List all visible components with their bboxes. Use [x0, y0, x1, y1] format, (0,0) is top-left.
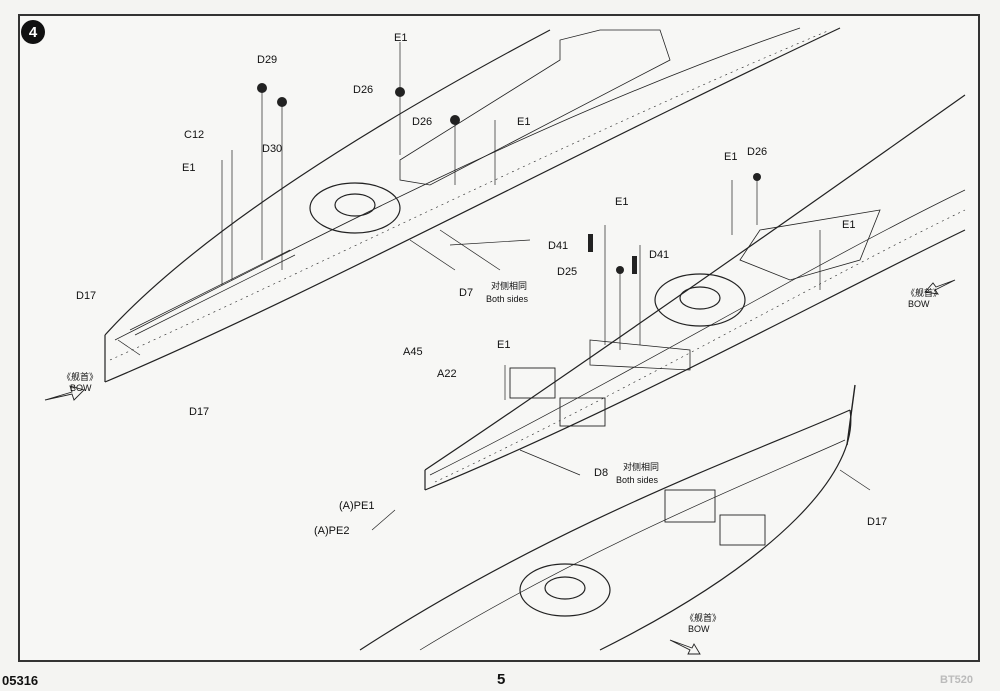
bow-arrow-bottom — [669, 639, 701, 655]
hull-section-bow-left — [104, 27, 841, 383]
label-both-sides-cn: 对侧相同 — [623, 462, 660, 472]
step-number-badge: 4 — [21, 20, 45, 44]
label-e1: E1 — [497, 339, 511, 351]
label-e1: E1 — [394, 32, 408, 44]
label-pe2: (A)PE2 — [314, 525, 350, 537]
label-both-sides: Both sides — [616, 475, 659, 485]
label-c12: C12 — [184, 129, 205, 141]
corner-code: BT520 — [940, 674, 974, 686]
label-d26: D26 — [412, 116, 433, 128]
label-a45: A45 — [403, 346, 423, 358]
label-bow-cn: 《舰首》 — [685, 613, 722, 623]
label-e1: E1 — [517, 116, 531, 128]
label-d29: D29 — [257, 54, 278, 66]
bow-arrow-left — [44, 385, 85, 401]
label-e1: E1 — [615, 196, 629, 208]
label-d26: D26 — [353, 84, 374, 96]
label-e1: E1 — [182, 162, 196, 174]
label-a22: A22 — [437, 368, 457, 380]
page-number: 5 — [497, 671, 506, 688]
label-both-sides-cn: 对侧相同 — [491, 281, 528, 291]
label-d7: D7 — [459, 287, 474, 299]
label-d17: D17 — [867, 516, 888, 528]
label-d17: D17 — [76, 290, 97, 302]
part-d26-a — [395, 87, 405, 97]
label-d25: D25 — [557, 266, 578, 278]
part-d25 — [616, 266, 624, 274]
part-d26-c — [753, 173, 761, 181]
part-d41-a — [588, 234, 593, 252]
part-d26-b — [450, 115, 460, 125]
label-both-sides: Both sides — [486, 294, 529, 304]
label-bow: BOW — [70, 383, 92, 393]
label-bow-cn: 《舰首》 — [906, 288, 943, 298]
hull-section-middle — [424, 94, 966, 491]
part-d29-a — [257, 83, 267, 93]
label-pe1: (A)PE1 — [339, 500, 375, 512]
document-code: 05316 — [2, 673, 39, 688]
label-d17: D17 — [189, 406, 210, 418]
label-d41: D41 — [548, 240, 569, 252]
label-e1: E1 — [842, 219, 856, 231]
bow-arrow-right — [924, 279, 956, 295]
label-d26: D26 — [747, 146, 768, 158]
label-d41: D41 — [649, 249, 670, 261]
drawing-frame — [18, 14, 980, 662]
label-e1: E1 — [724, 151, 738, 163]
label-bow-cn: 《舰首》 — [62, 372, 99, 382]
label-bow: BOW — [908, 299, 930, 309]
part-d29-b — [277, 97, 287, 107]
hull-section-stern-bottom — [359, 384, 856, 651]
label-d30: D30 — [262, 143, 283, 155]
part-d41-b — [632, 256, 637, 274]
label-d8: D8 — [594, 467, 609, 479]
leader-lines — [117, 42, 871, 531]
label-bow: BOW — [688, 624, 710, 634]
